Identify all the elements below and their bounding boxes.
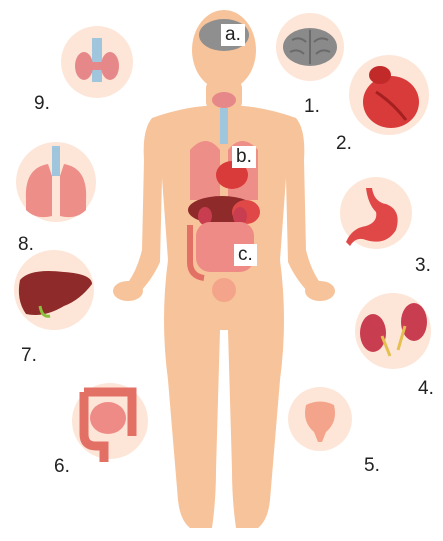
label-intestines: 6.	[54, 456, 70, 478]
body-label-b: b.	[232, 146, 256, 168]
label-liver: 7.	[21, 345, 37, 367]
label-lungs: 8.	[18, 234, 34, 256]
label-bladder: 5.	[364, 455, 380, 477]
body-bladder	[212, 278, 236, 302]
organ-heart-circle	[349, 55, 429, 135]
label-heart: 2.	[336, 133, 352, 155]
label-stomach: 3.	[415, 255, 431, 277]
body-label-c: c.	[234, 244, 257, 266]
label-thyroid: 9.	[34, 93, 50, 115]
label-kidneys: 4.	[418, 378, 434, 400]
body-label-a: a.	[221, 24, 245, 46]
organ-bladder-circle	[288, 387, 352, 451]
body-trachea	[220, 108, 228, 144]
organ-lungs-circle	[16, 142, 96, 222]
organ-intestines-circle	[72, 383, 148, 462]
organ-kidneys-circle	[355, 293, 431, 369]
label-brain: 1.	[304, 96, 320, 118]
organ-liver-circle	[14, 250, 94, 330]
organ-stomach-circle	[340, 177, 412, 249]
body-thyroid	[212, 92, 236, 108]
organ-thyroid-circle	[61, 26, 133, 98]
organ-brain-circle	[276, 13, 344, 81]
